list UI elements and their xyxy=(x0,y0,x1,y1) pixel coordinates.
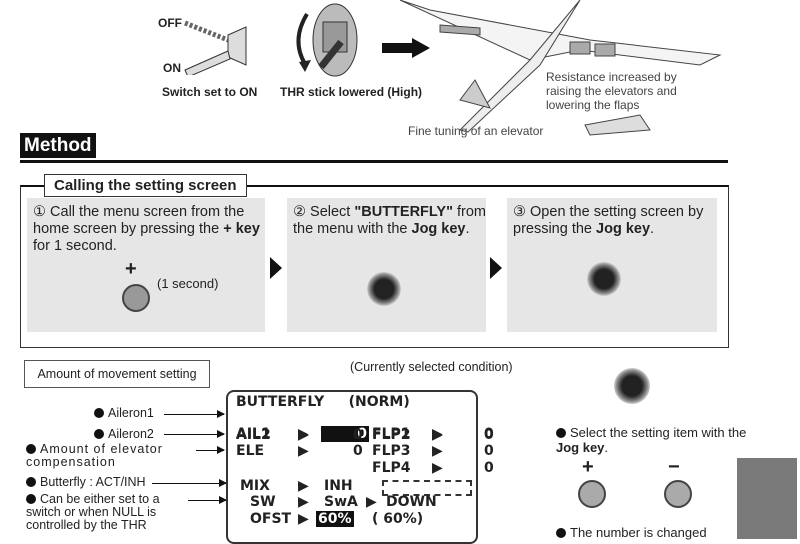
divider xyxy=(20,160,728,163)
condition-note: (Currently selected condition) xyxy=(350,360,513,374)
jog-key-press-icon xyxy=(587,262,621,296)
plus-key-button-icon xyxy=(122,284,150,312)
jog-key-icon xyxy=(367,272,401,306)
number-note: The number is changed xyxy=(556,526,707,539)
step-2-panel: ② Select "BUTTERFLY" from the menu with … xyxy=(287,198,486,332)
callout-title: Calling the setting screen xyxy=(44,174,247,197)
label-elevator: Amount of elevator compensation xyxy=(26,442,163,469)
page-tab-marker xyxy=(737,458,797,539)
one-second-note: (1 second) xyxy=(157,276,219,291)
switch-on-label: ON xyxy=(163,61,181,75)
right-arrow-icon xyxy=(382,38,430,58)
step-1-panel: ① Call the menu screen from the home scr… xyxy=(27,198,265,332)
minus-key-button-icon xyxy=(664,480,692,508)
minus-label: − xyxy=(668,456,680,478)
next-arrow-icon xyxy=(490,257,502,279)
method-heading: Method xyxy=(20,133,96,158)
plus-key-button-icon xyxy=(578,480,606,508)
select-instruction: Select the setting item with the Jog key… xyxy=(556,425,747,455)
glider-illustration xyxy=(399,0,722,136)
stick-caption: THR stick lowered (High) xyxy=(280,85,423,99)
step-3-panel: ③ Open the setting screen by pressing th… xyxy=(507,198,717,332)
amount-callout: Amount of movement setting xyxy=(24,360,210,388)
switch-caption: Switch set to ON xyxy=(162,85,258,99)
plus-key-label: + xyxy=(125,258,137,280)
throttle-stick-icon xyxy=(296,3,358,77)
illustration: OFF ON Switch set to ON THR stick lowere… xyxy=(0,0,800,138)
switch-off-label: OFF xyxy=(158,16,182,30)
toggle-switch-icon xyxy=(184,20,247,75)
label-mix: Butterfly : ACT/INH xyxy=(26,476,146,489)
jog-key-icon xyxy=(614,368,650,404)
elevator-note: Fine tuning of an elevator xyxy=(408,124,544,138)
label-aileron2: Aileron2 xyxy=(94,428,154,441)
calling-setting-screen-box xyxy=(20,185,729,348)
plus-label: + xyxy=(582,456,594,478)
resistance-note: Resistance increased by raising the elev… xyxy=(546,70,677,112)
label-switch: Can be either set to a switch or when NU… xyxy=(26,493,160,532)
label-aileron1: Aileron1 xyxy=(94,407,154,420)
next-arrow-icon xyxy=(270,257,282,279)
